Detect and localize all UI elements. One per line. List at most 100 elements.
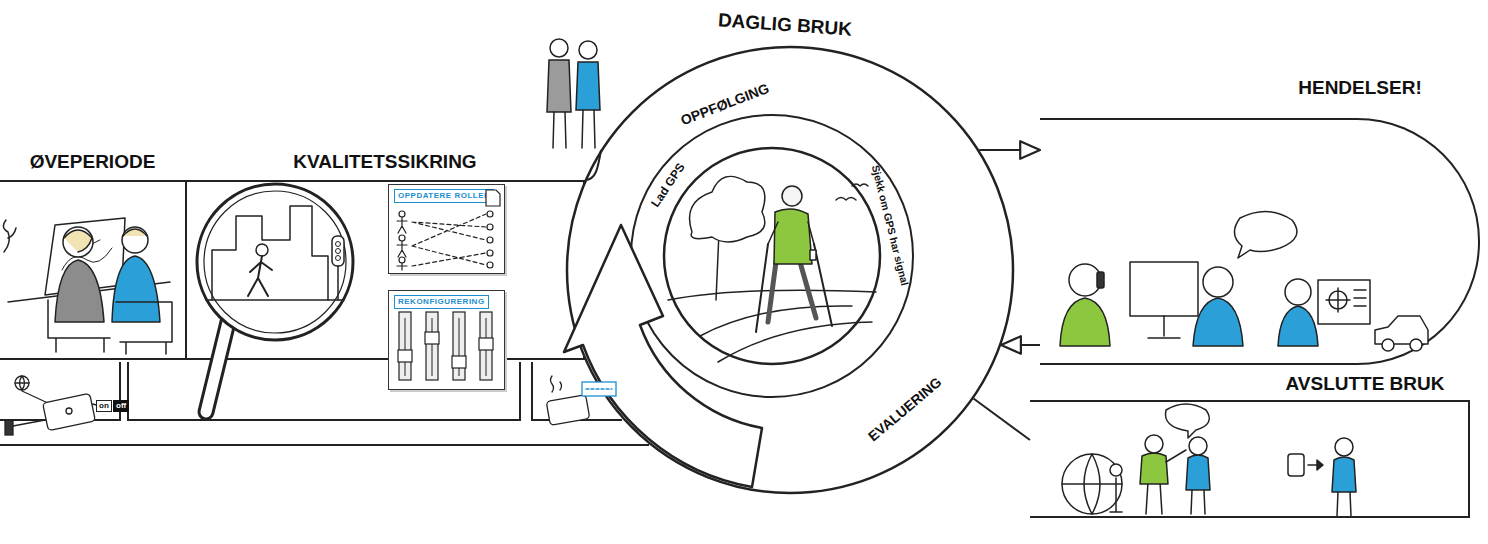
incident-scene-part xyxy=(1354,290,1366,306)
incident-scene-part xyxy=(1130,262,1198,316)
flow-band-part xyxy=(128,362,520,420)
magnifying-glass-part xyxy=(197,184,353,340)
role-card-art-part xyxy=(486,190,500,206)
role-card-art-part xyxy=(487,211,493,217)
training-scene-part xyxy=(55,260,104,322)
incident-scene-part xyxy=(1234,211,1296,258)
phase-heading: DAGLIG BRUK xyxy=(699,7,870,42)
gps-device-part xyxy=(43,393,96,430)
closing-scene-part xyxy=(1189,437,1207,455)
phase-panel: KVALITETSSIKRINGOPPDATERE ROLLERREKONFIG… xyxy=(185,180,585,360)
slider-card-art-part xyxy=(480,312,492,380)
role-card-art-part xyxy=(487,237,493,243)
two-staff-figures-part xyxy=(579,41,597,59)
walker-scene-part xyxy=(768,262,816,322)
magnifying-glass-part xyxy=(206,322,228,412)
incident-scene-part xyxy=(1278,306,1318,346)
flow-band-part xyxy=(532,362,622,420)
gps-device-part xyxy=(13,391,97,426)
training-scene-part xyxy=(112,256,160,322)
two-staff-figures-part xyxy=(576,62,600,110)
phase-panel: ØVEPERIODE xyxy=(0,180,187,360)
phase-heading: HENDELSER! xyxy=(1280,76,1440,99)
scene-circle xyxy=(664,148,880,364)
tool-card: REKONFIGURERING xyxy=(388,290,505,390)
magnifying-glass-part xyxy=(206,322,228,412)
closing-scene-part xyxy=(1317,460,1323,470)
gps-device xyxy=(5,376,616,435)
walker-scene-part xyxy=(774,209,812,264)
switch-label: off xyxy=(113,400,129,412)
training-scene-part xyxy=(122,227,148,253)
closing-scene-part xyxy=(1191,490,1205,514)
magnifying-glass-part xyxy=(248,256,272,296)
training-scene-part xyxy=(45,218,125,295)
magnifying-glass-part xyxy=(336,256,341,261)
two-staff-figures-part xyxy=(547,60,571,112)
closing-scene-part xyxy=(1166,450,1186,462)
role-card-art-part xyxy=(412,214,486,266)
gps-device-part xyxy=(5,420,13,435)
walker-scene-part xyxy=(768,222,814,244)
closing-scene-part xyxy=(1165,404,1209,438)
walker-scene-part xyxy=(782,186,802,206)
training-scene-part xyxy=(48,300,110,352)
training-scene-part xyxy=(116,302,172,354)
ring-outline xyxy=(631,115,913,397)
training-scene-part xyxy=(3,220,16,252)
closing-scene-part xyxy=(1145,435,1163,453)
slider-card-art-part xyxy=(452,356,466,368)
phase-band: HENDELSER! xyxy=(1040,118,1480,365)
role-card-art-part xyxy=(487,262,493,268)
training-scene-part xyxy=(62,240,112,270)
flow-band xyxy=(0,150,649,445)
magnifying-glass-part xyxy=(332,236,344,266)
incident-scene-part xyxy=(1060,298,1110,346)
swirl-arrow xyxy=(564,225,762,487)
walker-scene-part xyxy=(668,290,876,300)
swirl-arrow-part xyxy=(564,225,762,487)
incident-scene-part xyxy=(1097,272,1104,288)
closing-scene-part xyxy=(1140,453,1168,484)
daily-use-circle: Lad GPSSjekk om GPS har signal xyxy=(630,114,914,398)
two-staff-figures xyxy=(547,39,600,148)
closing-scene-part xyxy=(1062,454,1122,514)
closing-scene-part xyxy=(1186,455,1210,490)
training-scene-part xyxy=(63,227,93,257)
gps-device-part xyxy=(15,376,29,390)
incident-scene xyxy=(1060,211,1428,351)
gps-device-part xyxy=(15,376,29,390)
daily-use-circle-outline xyxy=(630,114,914,398)
role-card-art-part xyxy=(399,211,405,217)
slider-card-art-part xyxy=(399,312,411,380)
walker-scene-part xyxy=(810,250,816,260)
magnifying-glass-part xyxy=(336,242,341,247)
training-scene-part xyxy=(8,282,170,302)
flow-connector xyxy=(973,398,1030,440)
walker-scene-part xyxy=(690,176,765,242)
role-card-art-part xyxy=(487,224,493,230)
gps-device-part xyxy=(586,388,612,389)
closing-scene-part xyxy=(1332,457,1356,492)
incident-scene-part xyxy=(1203,267,1233,297)
incident-scene-part xyxy=(1410,339,1422,351)
walker-scene-part xyxy=(700,306,872,362)
magnifying-glass-part xyxy=(204,191,346,333)
role-card-art-part xyxy=(397,263,407,270)
incident-scene-part xyxy=(1285,279,1311,305)
role-card-art-part xyxy=(399,235,405,241)
two-staff-figures-part xyxy=(553,112,566,148)
gps-device-part xyxy=(551,376,562,392)
card-heading: REKONFIGURERING xyxy=(394,295,489,309)
slider-card-art-part xyxy=(398,350,412,362)
closing-scene-part xyxy=(1337,492,1351,516)
phase-heading: KVALITETSSIKRING xyxy=(185,150,585,173)
incident-scene-part xyxy=(1326,288,1350,312)
incident-scene-part xyxy=(1069,264,1101,296)
role-card-art-part xyxy=(399,257,405,263)
gps-device-part xyxy=(546,395,590,426)
ring-outline xyxy=(567,47,1013,493)
flow-band-part xyxy=(585,150,601,180)
